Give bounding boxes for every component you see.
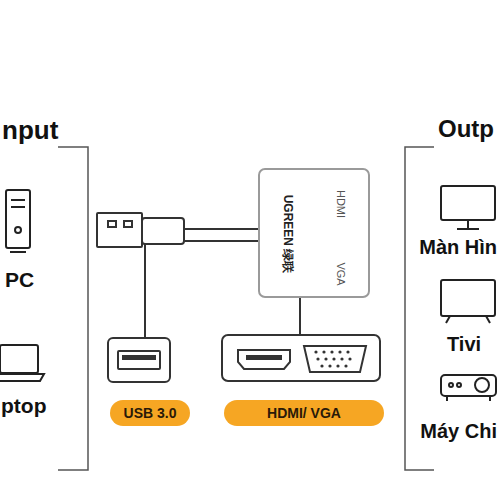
port-label-pill: HDMI/ VGA	[224, 400, 384, 426]
vga-pin	[348, 357, 351, 360]
hdmi-port	[238, 350, 290, 369]
vga-pin	[322, 350, 325, 353]
vga-pin	[338, 350, 341, 353]
vga-pin	[346, 350, 349, 353]
device-label: PC	[5, 268, 34, 291]
port-label-pill: USB 3.0	[110, 400, 190, 426]
vga-pin	[328, 364, 331, 367]
device-label: Máy Chi	[420, 420, 497, 442]
device-label: Màn Hìn	[419, 236, 497, 258]
vga-pin	[316, 357, 319, 360]
vga-pin	[340, 357, 343, 360]
device-label: Tivi	[447, 333, 481, 355]
vga-pin	[336, 364, 339, 367]
port-bar	[222, 335, 380, 381]
device-label: ptop	[1, 394, 46, 417]
vga-pin	[330, 350, 333, 353]
port-label: USB 3.0	[124, 405, 177, 421]
laptop-icon	[0, 345, 44, 381]
vga-pin	[344, 364, 347, 367]
vga-pin	[320, 364, 323, 367]
vga-port	[304, 346, 366, 372]
input-bracket	[58, 147, 88, 470]
port-name: VGA	[335, 262, 346, 285]
projector-icon	[441, 375, 496, 401]
monitor-icon	[441, 186, 495, 229]
port-label: HDMI/ VGA	[267, 405, 341, 421]
pc-icon	[6, 190, 30, 252]
usb-port	[108, 338, 170, 382]
section-heading: nput	[2, 116, 58, 145]
adapter-box: UGREEN 绿联 HDMI VGA	[258, 168, 370, 298]
vga-pin	[332, 357, 335, 360]
vga-pins	[314, 350, 351, 367]
section-heading: Outp	[438, 116, 494, 142]
vga-pin	[324, 357, 327, 360]
brand-text: UGREEN 绿联	[282, 195, 294, 274]
port-name: HDMI	[335, 190, 346, 218]
tv-icon	[441, 280, 495, 323]
vga-pin	[314, 350, 317, 353]
